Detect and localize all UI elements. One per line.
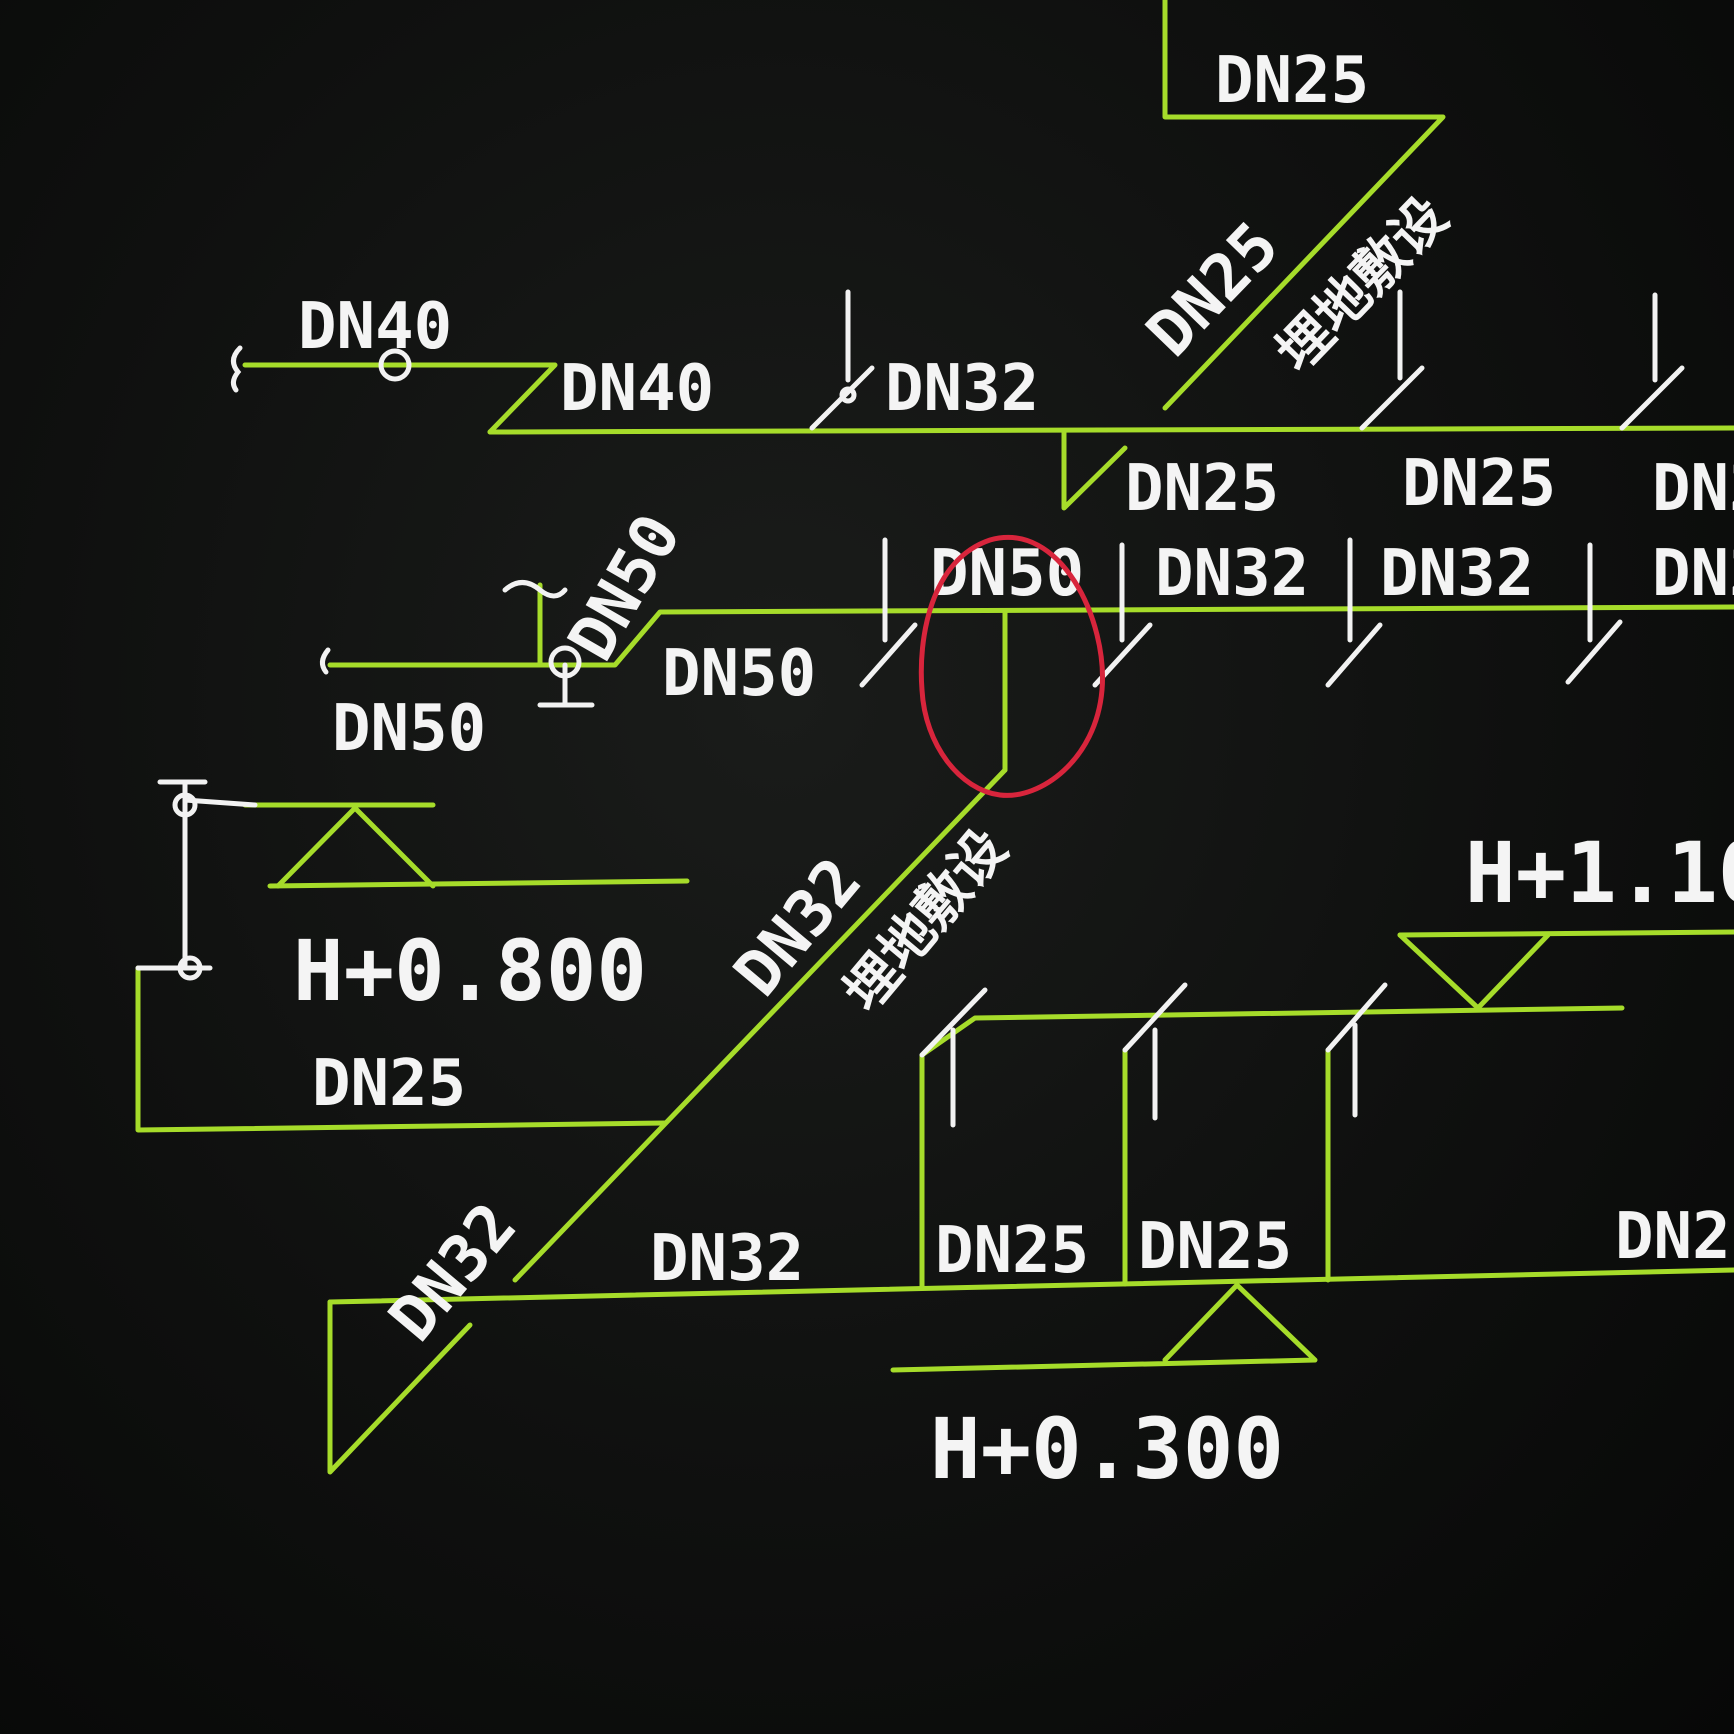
label-dn25-r1: DN25 [1125,452,1279,526]
dn40-valve-circle [378,348,412,382]
pipe-dn40-branch [242,362,558,435]
break-symbol-1 [230,345,243,393]
floor-drain-symbol [537,662,595,708]
label-dn32-m2: DN32 [1380,537,1534,611]
break-symbol-2 [320,647,331,675]
label-dn32-a: DN32 [885,352,1039,426]
tap-symbol-6 [1325,537,1383,688]
label-dn32-bottom-diag: DN32 [376,1190,532,1356]
label-dn25-r2: DN25 [1402,447,1556,521]
label-dn25-b1: DN25 [935,1214,1089,1288]
tap-symbol-4 [859,537,918,688]
label-dn2-r3: DN2 [1652,452,1734,526]
label-dn50-circled: DN50 [930,537,1084,611]
label-buried-top: 埋地敷设 [1264,185,1459,384]
pipe-bottom-main [327,1267,1734,1305]
pipe-dn25-left-loop [135,965,668,1133]
tap-symbol-10 [1325,982,1388,1118]
tap-symbol-3 [1619,292,1685,431]
label-elevation-0300: H+0.300 [930,1400,1284,1498]
label-dn2-m3: DN2 [1652,537,1734,611]
tap-symbol-9 [1122,982,1188,1121]
fixture-symbols [135,289,1685,1128]
left-valve-lower [177,955,203,981]
tap-valve-1 [839,386,857,404]
floor-drain-circle [548,645,582,679]
tap-symbol-7 [1565,542,1623,685]
label-dn32-bottom: DN32 [650,1222,804,1296]
elevation-marker-0800 [275,805,436,889]
tap-symbol-2 [1359,289,1425,431]
pipe-dn25-drop [1061,429,1128,511]
tap-symbol-8 [919,987,988,1128]
pipe-buried-diagonal [512,767,1008,1283]
label-elevation-0800: H+0.800 [293,922,647,1020]
label-dn25-top: DN25 [1215,44,1369,118]
pipe-upper-main [487,425,1734,435]
pipe-top-riser [1162,0,1446,411]
pipe-branch-1 [919,1005,1625,1291]
label-dn32-m1: DN32 [1155,537,1309,611]
label-dn50-mid: DN50 [662,637,816,711]
pipe-el0800-base [267,878,690,889]
label-dn25-left: DN25 [312,1047,466,1121]
label-dn25-b2: DN25 [1138,1210,1292,1284]
label-dn40-a: DN40 [298,290,452,364]
left-valve-upper [172,792,198,818]
label-dn50-left: DN50 [332,692,486,766]
labels: DN25 DN25 埋地敷设 DN40 DN40 DN32 DN25 DN25 … [293,44,1734,1498]
label-elevation-1100: H+1.100 [1465,824,1734,922]
break-symbol-3 [502,580,568,599]
pipe-bottom-left [327,1299,473,1475]
label-dn25-b3: DN25 [1615,1200,1734,1274]
label-dn40-b: DN40 [560,352,714,426]
red-markup-circle [918,535,1105,798]
tap-symbol-1 [809,289,875,431]
pipe-el1100-level [1397,929,1734,938]
left-valve-stem [135,779,258,971]
elevation-marker-0300 [890,1282,1318,1373]
elevation-marker-1100 [1397,932,1551,1011]
